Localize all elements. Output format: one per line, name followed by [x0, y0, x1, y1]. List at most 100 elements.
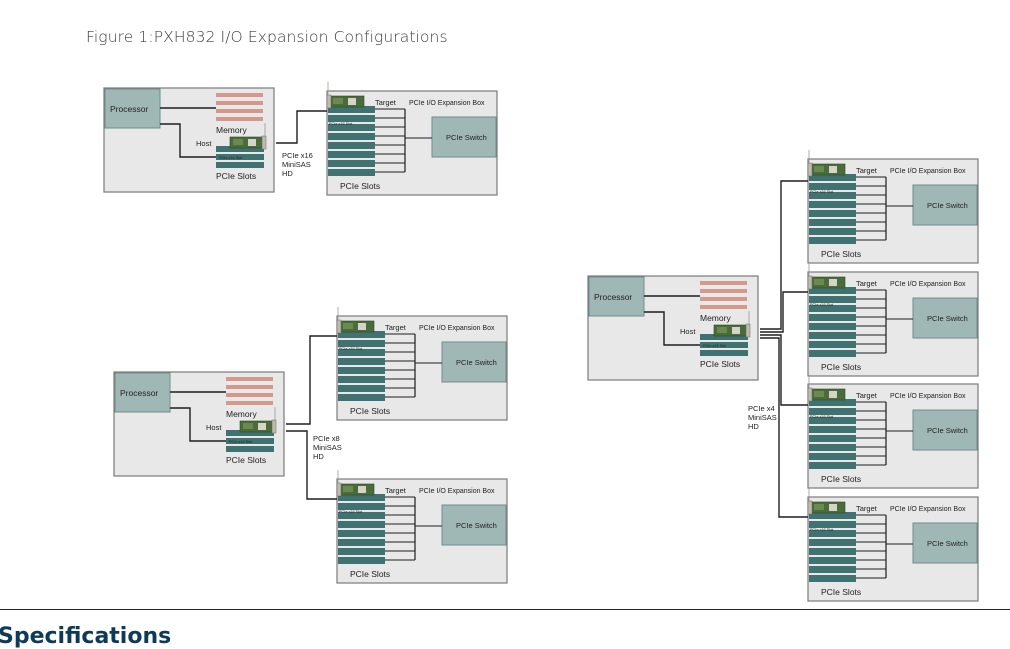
- pcie-slot: [338, 512, 385, 519]
- card-connector: [732, 327, 740, 334]
- pcie-switch-label: PCIe Switch: [927, 539, 968, 548]
- minisas-cable: [276, 110, 327, 144]
- memory-module: [226, 385, 273, 389]
- memory-module: [700, 297, 747, 301]
- pcie-switch-label: PCIe Switch: [927, 201, 968, 210]
- slot-label: PCIe x16 Slot: [810, 528, 834, 532]
- slot-label: PCIe x16 Slot: [339, 347, 363, 351]
- card-chip: [343, 323, 353, 329]
- pcie-switch-block: [431, 116, 497, 158]
- pcie-slots-label: PCIe Slots: [350, 569, 390, 579]
- memory-module: [226, 393, 273, 397]
- pcie-slot: [328, 133, 375, 140]
- card-chip: [243, 423, 253, 429]
- pcie-switch-block: [912, 297, 978, 339]
- pcie-slot: [809, 323, 856, 330]
- target-label: Target: [375, 98, 397, 107]
- card-bracket: [807, 275, 813, 290]
- pcie-slot: [328, 142, 375, 149]
- pcie-switch-label: PCIe Switch: [456, 358, 497, 367]
- target-label: Target: [856, 279, 878, 288]
- link-label-line: MiniSAS: [313, 443, 342, 452]
- pcie-slot: [338, 548, 385, 555]
- card-connector: [829, 166, 837, 173]
- pcie-slot: [338, 367, 385, 374]
- pcie-switch-label: PCIe Switch: [927, 426, 968, 435]
- memory-module: [216, 117, 263, 121]
- slot-label: PCIe x16 Slot: [703, 344, 727, 348]
- pcie-slot: [809, 575, 856, 582]
- pcie-card-icon: [807, 375, 846, 402]
- card-chip: [333, 98, 343, 104]
- pcie-slots-label: PCIe Slots: [350, 406, 390, 416]
- card-bracket: [336, 319, 342, 334]
- pcie-slot: [216, 146, 264, 152]
- pcie-slot: [809, 296, 856, 303]
- target-label: Target: [385, 486, 407, 495]
- pcie-slot: [809, 453, 856, 460]
- pcie-card-icon: [713, 311, 751, 338]
- processor-block: [588, 276, 645, 317]
- pcie-slot: [809, 305, 856, 312]
- pcie-slot: [809, 444, 856, 451]
- link-label-line: HD: [313, 452, 324, 461]
- section-divider: [0, 609, 1010, 610]
- minisas-cable: [760, 334, 808, 406]
- pcie-slot: [809, 399, 856, 406]
- pcie-slots-label: PCIe Slots: [821, 249, 861, 259]
- processor-slot-link: [160, 123, 216, 158]
- pcie-switch-label: PCIe Switch: [927, 314, 968, 323]
- link-label-line: PCIe x8: [313, 434, 340, 443]
- minisas-cable: [286, 430, 337, 500]
- slot-label: PCIe x16 Slot: [229, 440, 253, 444]
- card-chip: [717, 327, 727, 333]
- card-bracket: [745, 323, 751, 338]
- card-bracket: [271, 419, 277, 434]
- link-label-line: MiniSAS: [282, 160, 311, 169]
- pcie-slot: [809, 237, 856, 244]
- expansion-box-label: PCIe I/O Expansion Box: [890, 393, 966, 400]
- pcie-switch-label: PCIe Switch: [446, 133, 487, 142]
- link-label-line: PCIe x4: [748, 404, 775, 413]
- pcie-slot: [809, 228, 856, 235]
- expansion-box-label: PCIe I/O Expansion Box: [890, 281, 966, 288]
- pcie-slot: [328, 169, 375, 176]
- processor-block: [114, 372, 171, 413]
- pcie-slots-label: PCIe Slots: [226, 455, 266, 465]
- card-bracket: [807, 500, 813, 515]
- pcie-slot: [809, 557, 856, 564]
- pcie-card-icon: [229, 123, 267, 150]
- pcie-slot: [700, 342, 748, 348]
- pcie-slot: [700, 350, 748, 356]
- pcie-card-icon: [807, 150, 846, 177]
- minisas-cable: [760, 180, 808, 330]
- section-heading: Specifications: [0, 624, 172, 649]
- pcie-card-icon: [807, 263, 846, 290]
- pcie-slot: [700, 334, 748, 340]
- slot-label: PCIe x16 Slot: [810, 415, 834, 419]
- minisas-cable: [760, 337, 808, 518]
- processor-label: Processor: [120, 388, 158, 398]
- card-chip: [814, 166, 824, 172]
- processor-label: Processor: [110, 104, 148, 114]
- pcie-switch-block: [912, 184, 978, 226]
- pcie-slot: [328, 160, 375, 167]
- pcie-slot: [809, 417, 856, 424]
- figure-title: Figure 1:PXH832 I/O Expansion Configurat…: [86, 28, 448, 46]
- card-bracket: [336, 482, 342, 497]
- card-chip: [814, 279, 824, 285]
- processor-slot-link: [644, 311, 700, 346]
- card-connector: [248, 139, 256, 146]
- pcie-slot: [338, 521, 385, 528]
- pcie-slot: [809, 210, 856, 217]
- expansion-box-label: PCIe I/O Expansion Box: [419, 488, 495, 495]
- pcie-slots-label: PCIe Slots: [821, 362, 861, 372]
